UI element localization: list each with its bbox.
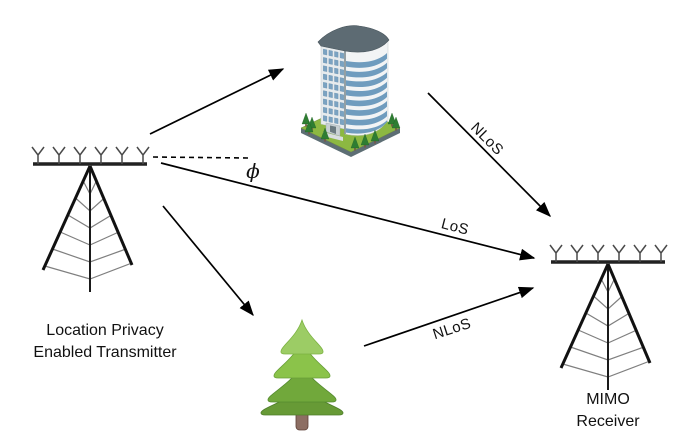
transmitter-label: Location Privacy Enabled Transmitter <box>33 320 176 364</box>
receiver-label: MIMO Receiver <box>576 391 640 430</box>
transmitter-label-line2: Enabled Transmitter <box>33 344 177 361</box>
path-tree-to-rx-nlos-arrow <box>363 286 535 347</box>
path-los-arrow <box>160 162 536 261</box>
angle-reference-dashed-line <box>152 156 250 159</box>
transmitter-label-line1: Location Privacy <box>46 322 164 339</box>
propagation-paths <box>149 68 551 347</box>
path-building-to-rx-nlos-arrow <box>427 92 551 217</box>
path-tx-to-tree-arrow <box>162 205 254 317</box>
phi-angle-symbol: ϕ <box>246 159 260 183</box>
path-tx-to-building-arrow <box>149 68 285 135</box>
receiver-antenna-icon <box>548 243 669 392</box>
building-icon <box>300 25 401 157</box>
tree-icon <box>260 318 344 431</box>
transmitter-antenna-icon <box>30 145 151 294</box>
